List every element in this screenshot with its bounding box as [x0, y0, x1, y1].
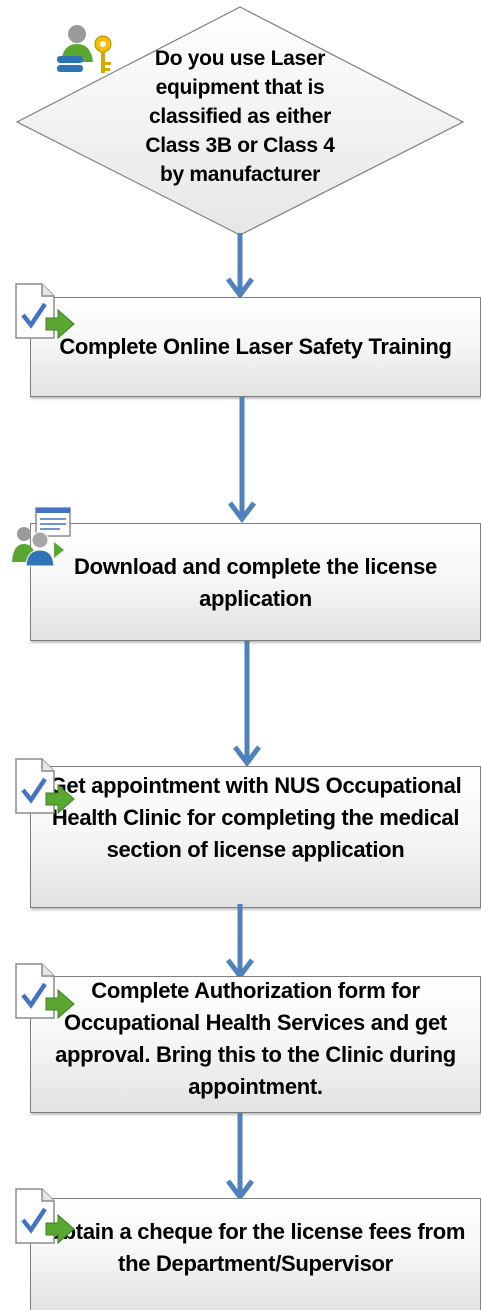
step-box: [30, 976, 481, 1113]
step-text: Complete Online Laser Safety Training: [59, 334, 452, 359]
checklist-icon: [15, 283, 75, 340]
flow-arrow: [226, 904, 254, 981]
user-key-icon: [57, 25, 112, 73]
flow-arrow: [233, 641, 261, 768]
users-document-icon: [12, 507, 71, 567]
step-text: Get appointment with NUS Occupational He…: [49, 773, 462, 862]
flow-arrow: [228, 397, 256, 524]
flow-arrow: [226, 233, 254, 300]
step-box: [30, 766, 481, 908]
step-box: [30, 297, 481, 397]
checklist-icon: [15, 963, 75, 1020]
flow-arrow: [226, 1113, 254, 1202]
decision-text: Do you use Laser equipment that is class…: [145, 47, 335, 186]
step-box: [30, 523, 481, 641]
step-box: [30, 1198, 481, 1310]
step-text: Complete Authorization form for Occupati…: [55, 978, 456, 1099]
checklist-icon: [15, 1188, 75, 1245]
checklist-icon: [15, 758, 75, 815]
step-text: Download and complete the license applic…: [74, 554, 437, 611]
step-text: Obtain a cheque for the license fees fro…: [45, 1219, 466, 1276]
